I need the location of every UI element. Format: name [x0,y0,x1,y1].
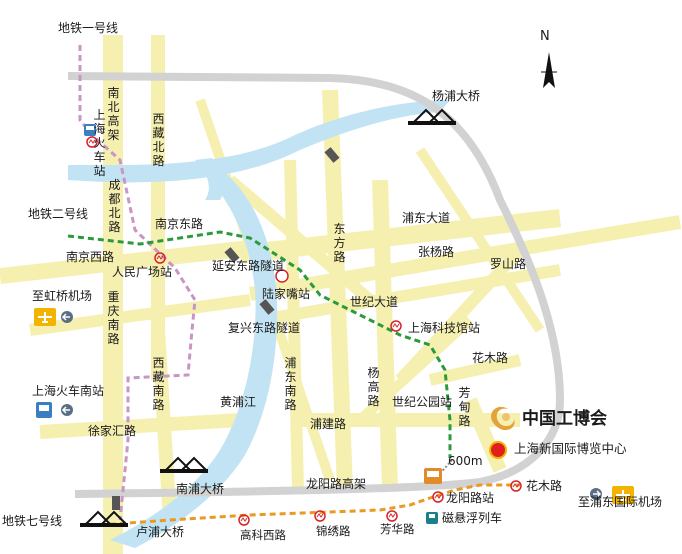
bridge-nanpu-daqiao: 南浦大桥 [176,482,225,496]
road-pudong-nanlu: 浦东南路 [284,356,297,412]
huangpu-river-west [195,158,225,200]
road-fangdian-lu: 芳甸路 [458,386,471,428]
ring-road [67,72,565,498]
huangpu-river-south [110,170,278,548]
road-zhangyang-lu: 张杨路 [418,245,455,259]
road-pudong-dadao: 浦东大道 [402,211,451,225]
road-nanbei-gaojia: 南北高架 [107,86,120,142]
tunnel-fuxing-donglu: 复兴东路隧道 [228,321,301,335]
huangpu-river [68,100,450,183]
to-pudong-airport: 至浦东国际机场 [578,495,663,509]
tunnel-icon [224,247,240,263]
station-lujiazui: 陆家嘴站 [262,287,311,301]
expo-logo-icon [491,406,515,431]
road-shiji-dadao: 世纪大道 [350,295,399,309]
tunnel-icon [324,147,340,163]
expo-title: 中国工博会 [522,409,607,429]
expo-location-dot [489,441,507,459]
maglev-icon [426,512,438,524]
bridge-icon [160,456,208,473]
station-renmin-guangchang: 人民广场站 [112,265,173,279]
station-nanjing-donglu: 南京东路 [155,217,204,231]
metro-line-1-label: 地铁一号线 [58,21,119,35]
road-nanjing-xilu: 南京西路 [66,250,115,264]
road-chongqing-nanlu: 重庆南路 [107,290,120,346]
maglev-label: 磁悬浮列车 [442,511,503,525]
tunnel-yanan-donglu: 延安东路隧道 [212,259,285,273]
station-gaoke-xilu: 高科西路 [240,528,286,542]
station-shanghai-huochezhan: 上海火车站 [93,108,106,178]
metro-station-glyphs [88,139,520,522]
station-jinxiu-lu: 锦绣路 [316,524,351,538]
airplane-icon [34,308,56,326]
bridge-yangpu-daqiao: 杨浦大桥 [432,89,481,103]
compass-icon [541,52,557,88]
road-huamu-lu: 花木路 [472,351,509,365]
metro-station-icon [86,136,522,526]
metro-line-2-label: 地铁二号线 [28,207,89,221]
metro-station-icon [275,269,289,283]
road-yanggao-lu: 杨高路 [367,366,380,408]
compass-north-label: N [540,29,550,44]
tunnel-icon [259,299,275,315]
road-luoshan-lu: 罗山路 [490,257,527,271]
station-shanghai-keji: 上海科技馆站 [408,321,481,335]
distance-label: 600m [448,454,483,468]
metro-line-7-label: 地铁七号线 [2,514,63,528]
road-xizang-nanlu: 西藏南路 [152,356,165,412]
road-dongfang-lu: 东方路 [333,222,346,264]
station-huamu-lu: 花木路 [526,479,563,493]
metro-line-2 [67,230,452,458]
bridge-lupu-daqiao: 卢浦大桥 [136,525,185,539]
arrow-icon [61,311,602,500]
shanghai-south-station: 上海火车南站 [32,384,105,398]
expo-venue: 上海新国际博览中心 [514,441,627,456]
bridge-icon [80,510,128,527]
road-longyang-gaojia: 龙阳路高架 [306,477,367,491]
road-chengdu-beilu: 成都北路 [108,178,121,234]
road-pujian-lu: 浦建路 [310,417,347,431]
station-shiji-gongyuan: 世纪公园站 [392,395,453,409]
station-fanghua-lu: 芳华路 [380,522,415,536]
airplane-icon [612,486,634,504]
to-hongqiao-airport: 至虹桥机场 [32,289,93,303]
road-xizang-beilu: 西藏北路 [152,112,165,168]
metro-line-7 [99,483,520,527]
river-huangpu-jiang: 黄浦江 [220,395,257,409]
road-xujiahui-lu: 徐家汇路 [88,424,137,438]
station-longyang-lu: 龙阳路站 [446,491,495,505]
bus-icon [36,124,442,484]
bridge-icon [408,108,456,125]
tunnel-icon [112,496,120,510]
